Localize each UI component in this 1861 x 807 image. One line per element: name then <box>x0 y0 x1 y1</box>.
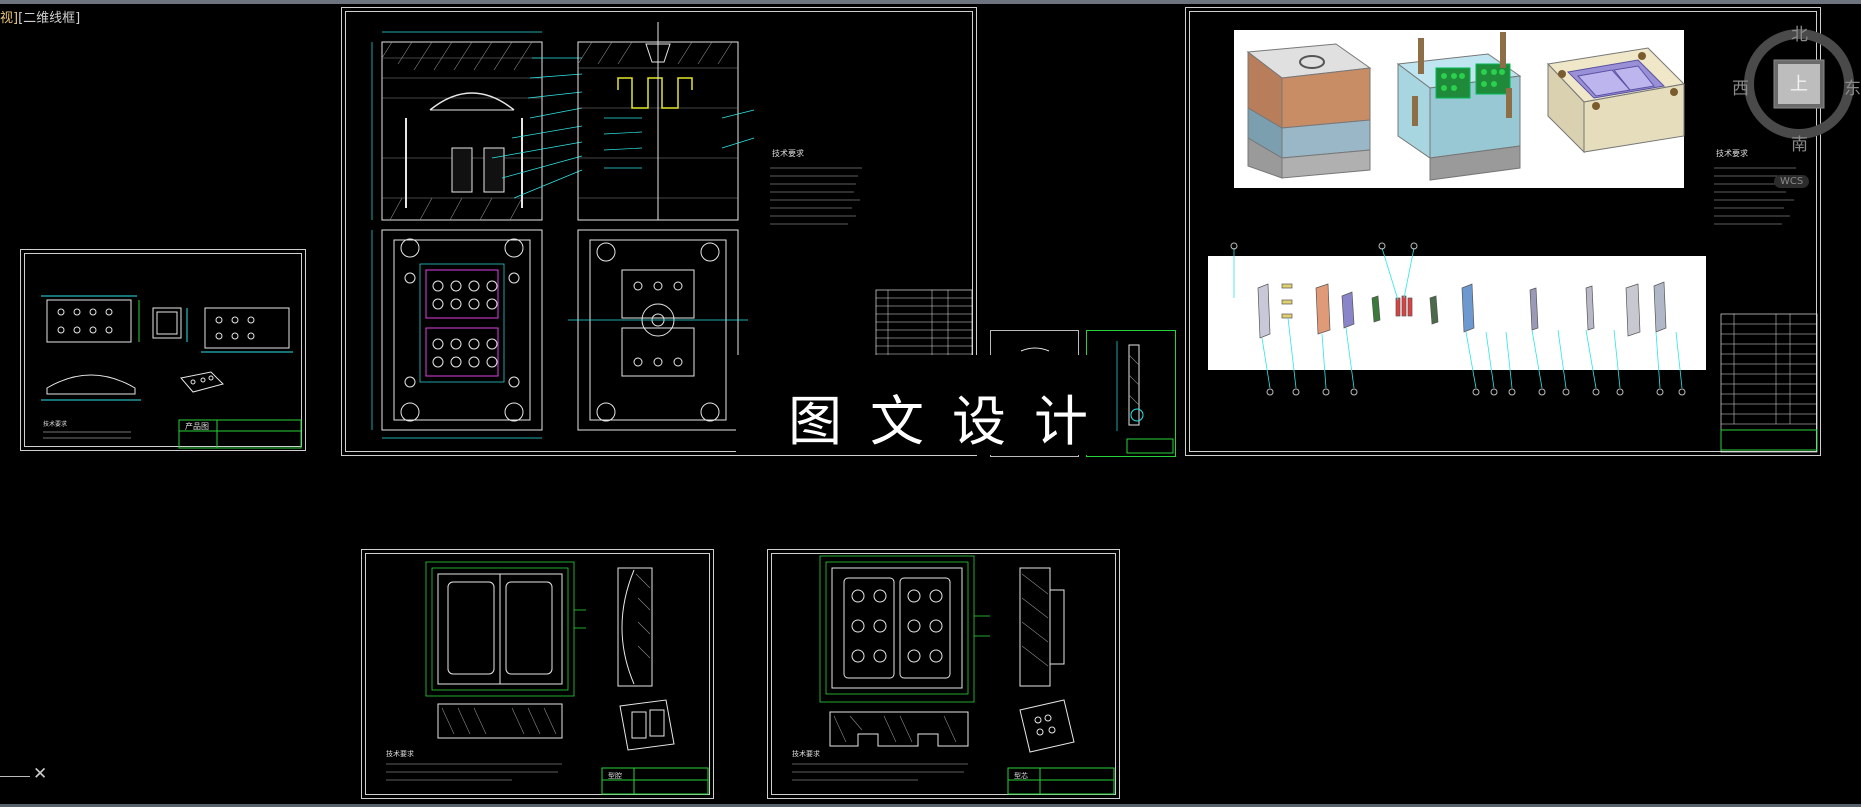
watermark-box: 图文设计 <box>736 355 1111 455</box>
visual-style-label[interactable]: [二维线框] <box>18 11 81 26</box>
compass-west-label[interactable]: 西 <box>1732 79 1749 99</box>
sheet-frame <box>345 11 973 452</box>
core-plate-graphics: 技术要求 型芯 <box>792 555 1115 795</box>
top-border-bar <box>0 0 1861 4</box>
cavity-plate-graphics: 技术要求 型腔 <box>386 561 709 795</box>
command-line-divider <box>0 776 30 777</box>
sheet-frame <box>771 553 1116 795</box>
close-icon[interactable]: ✕ <box>33 764 48 784</box>
compass-north-label[interactable]: 北 <box>1791 25 1808 45</box>
detail-small-2-graphics <box>1116 341 1174 454</box>
navigation-cube[interactable]: 北 南 西 东 上 WCS <box>1732 20 1861 188</box>
wcs-badge[interactable]: WCS <box>1774 175 1810 188</box>
render-3d-panel: 技术要求 <box>1208 30 1818 453</box>
sheet-exploded-view[interactable]: 技术要求 <box>1185 7 1821 456</box>
core-title-label: 型芯 <box>1014 771 1028 780</box>
viewcube-top-face[interactable]: 上 <box>1790 74 1808 95</box>
compass-south-label[interactable]: 南 <box>1791 135 1808 155</box>
watermark-text: 图文设计 <box>788 390 1116 453</box>
title-block-header: 产品图 <box>185 421 209 431</box>
cavity-title-label: 型腔 <box>608 771 622 780</box>
product-drawing-graphics: 技术要求 产品图 <box>41 295 302 449</box>
sheet-frame <box>24 253 302 447</box>
notes-title: 技术要求 <box>43 420 67 428</box>
assembly-drawing-graphics: 技术要求 <box>371 22 973 439</box>
viewcube-compass-icon[interactable] <box>1740 20 1858 165</box>
sheet-cavity-plate[interactable]: 技术要求 型腔 <box>361 549 714 799</box>
sheet-frame <box>365 553 710 795</box>
cavity-notes-title: 技术要求 <box>386 749 414 758</box>
compass-east-label[interactable]: 东 <box>1844 79 1861 99</box>
sheet-assembly-drawing[interactable]: 技术要求 <box>341 7 977 456</box>
assembly-notes-title: 技术要求 <box>772 148 804 158</box>
bottom-border-bar <box>0 804 1861 807</box>
viewport-name[interactable]: 视] <box>0 11 19 26</box>
viewport-controls-label[interactable]: 视][二维线框] <box>0 7 80 26</box>
sheet-frame <box>1189 11 1817 452</box>
core-notes-title: 技术要求 <box>792 749 820 758</box>
exploded-notes-title: 技术要求 <box>1716 148 1748 158</box>
sheet-product-drawing[interactable]: 技术要求 产品图 <box>20 249 306 451</box>
detail-small-1-graphics <box>1020 347 1050 352</box>
sheet-core-plate[interactable]: 技术要求 型芯 <box>767 549 1120 799</box>
